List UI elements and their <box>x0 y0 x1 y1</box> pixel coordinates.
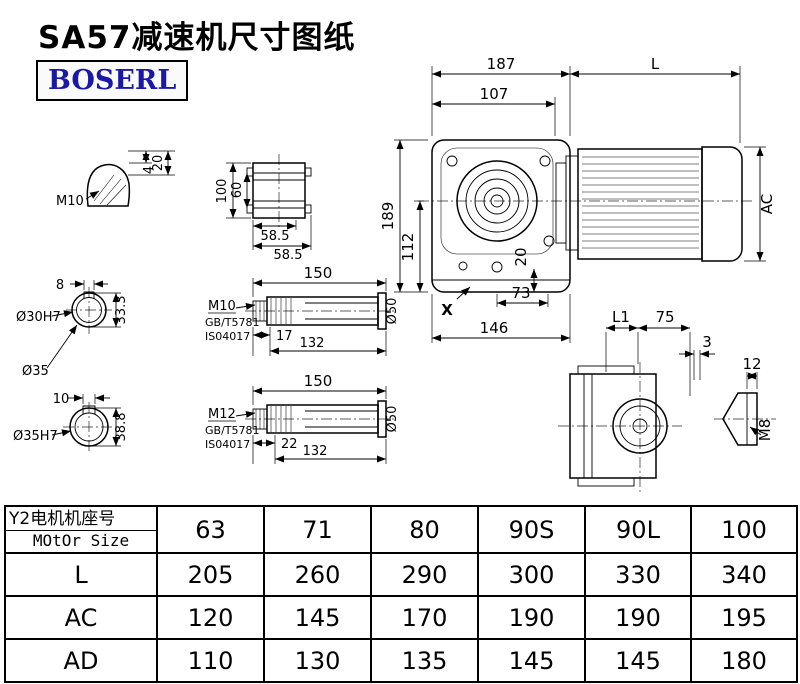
table-cell: 170 <box>370 595 479 640</box>
dim-10: 10 <box>53 392 70 407</box>
dim-33-3: 33.3 <box>114 296 129 325</box>
output-shaft-view-1: 150 M10 GB/T5781 IS04017 17 132 Ø50 <box>205 264 400 356</box>
technical-drawing: 187 L 107 189 112 20 AC 73 146 <box>13 55 776 494</box>
thread-M8: M8 <box>756 419 774 442</box>
motor-size-label-cn: Y2电机机座号 <box>9 508 116 529</box>
row-label-AD: AD <box>4 638 158 683</box>
dim-100: 100 <box>215 179 230 204</box>
dim-132-shaft1: 132 <box>300 336 325 351</box>
std-gb-shaft1: GB/T5781 <box>205 316 260 329</box>
bore-view-35: 10 Ø35H7 38.8 <box>13 392 129 452</box>
dim-187: 187 <box>487 55 516 73</box>
dim-58-5-a: 58.5 <box>261 229 290 244</box>
dim-107: 107 <box>480 85 509 103</box>
main-assembly-view <box>418 139 754 293</box>
bottom-view-dimensions: L1 75 3 <box>605 308 715 396</box>
motor-fins <box>582 156 699 249</box>
std-gb-shaft2: GB/T5781 <box>205 424 260 437</box>
table-cell: 190 <box>584 595 692 640</box>
dim-22: 22 <box>281 437 298 452</box>
table-row-AD: AD 110 130 135 145 145 180 <box>4 638 798 683</box>
label-bore-35h7: Ø35H7 <box>13 429 58 444</box>
table-cell: 130 <box>263 638 372 683</box>
size-90S-cell: 90S <box>477 505 586 554</box>
dim-dia50-shaft1: Ø50 <box>385 298 400 325</box>
dim-12: 12 <box>742 355 761 373</box>
size-63-cell: 63 <box>156 505 265 554</box>
dim-60: 60 <box>230 182 245 199</box>
table-cell: 110 <box>156 638 265 683</box>
motor-size-label-en: MOtOr Size <box>6 529 156 551</box>
table-cell: 195 <box>690 595 798 640</box>
std-iso-shaft2: IS04017 <box>205 438 250 451</box>
dim-L1: L1 <box>612 308 630 326</box>
dim-150-shaft1: 150 <box>304 264 333 282</box>
dim-3: 3 <box>702 333 712 351</box>
page-title: SA57减速机尺寸图纸 <box>38 20 356 56</box>
dim-132-shaft2: 132 <box>303 444 328 459</box>
dim-dia50-shaft2: Ø50 <box>385 406 400 433</box>
row-label-AC: AC <box>4 595 158 640</box>
size-90L-cell: 90L <box>584 505 692 554</box>
table-cell: 145 <box>584 638 692 683</box>
size-100-cell: 100 <box>690 505 798 554</box>
dim-75: 75 <box>655 308 674 326</box>
dim-58-5-b: 58.5 <box>274 248 303 263</box>
shaft-key-detail: 12 M8 <box>714 355 776 446</box>
shaft-end-view: M10 20 4 <box>56 150 175 209</box>
size-71-cell: 71 <box>263 505 372 554</box>
dim-150-shaft2: 150 <box>304 372 333 390</box>
spec-table: Y2电机机座号 MOtOr Size 63 71 80 90S 90L 100 … <box>4 505 798 683</box>
dim-20: 20 <box>512 247 530 266</box>
table-cell: 300 <box>477 552 586 597</box>
table-cell: 135 <box>370 638 479 683</box>
dim-112: 112 <box>399 233 417 262</box>
table-cell: 330 <box>584 552 692 597</box>
brand-logo: BOSERL <box>36 60 189 101</box>
table-cell: 145 <box>263 595 372 640</box>
brand-text: BOSERL <box>48 65 177 96</box>
std-iso-shaft1: IS04017 <box>205 330 250 343</box>
bottom-view <box>558 362 682 494</box>
table-cell: 260 <box>263 552 372 597</box>
label-dia-35: Ø35 <box>22 364 49 379</box>
dim-17: 17 <box>276 329 293 344</box>
dim-146: 146 <box>480 319 509 337</box>
dim-AC: AC <box>758 194 776 214</box>
dim-20-end: 20 <box>151 155 166 172</box>
table-row-header: Y2电机机座号 MOtOr Size 63 71 80 90S 90L 100 <box>4 505 798 554</box>
thread-M10-end: M10 <box>56 194 84 209</box>
output-shaft-view-2: 150 M12 GB/T5781 IS04017 22 132 Ø50 <box>205 372 400 464</box>
row-label-L: L <box>4 552 158 597</box>
table-cell: 145 <box>477 638 586 683</box>
thread-M10-shaft1: M10 <box>208 299 236 314</box>
table-cell: 190 <box>477 595 586 640</box>
dim-4: 4 <box>142 166 157 174</box>
dim-189: 189 <box>379 202 397 231</box>
size-80-cell: 80 <box>370 505 479 554</box>
table-cell: 340 <box>690 552 798 597</box>
table-cell: 290 <box>370 552 479 597</box>
section-mark-x: X <box>441 301 453 319</box>
thread-M12-shaft2: M12 <box>208 407 236 422</box>
dim-73: 73 <box>511 284 530 302</box>
table-row-AC: AC 120 145 170 190 190 195 <box>4 595 798 640</box>
label-bore-30h7: Ø30H7 <box>16 310 61 325</box>
motor-size-header-cell: Y2电机机座号 MOtOr Size <box>4 505 158 554</box>
bore-view-30: 8 Ø30H7 33.3 Ø35 <box>16 278 129 379</box>
flange-section-view: 100 60 58.5 58.5 <box>215 154 312 263</box>
table-cell: 205 <box>156 552 265 597</box>
table-cell: 120 <box>156 595 265 640</box>
dim-8: 8 <box>56 278 64 293</box>
table-row-L: L 205 260 290 300 330 340 <box>4 552 798 597</box>
table-cell: 180 <box>690 638 798 683</box>
dim-38-8: 38.8 <box>114 413 129 442</box>
main-view-dimensions: 187 L 107 189 112 20 AC 73 146 <box>379 55 776 343</box>
dim-L: L <box>651 55 660 73</box>
